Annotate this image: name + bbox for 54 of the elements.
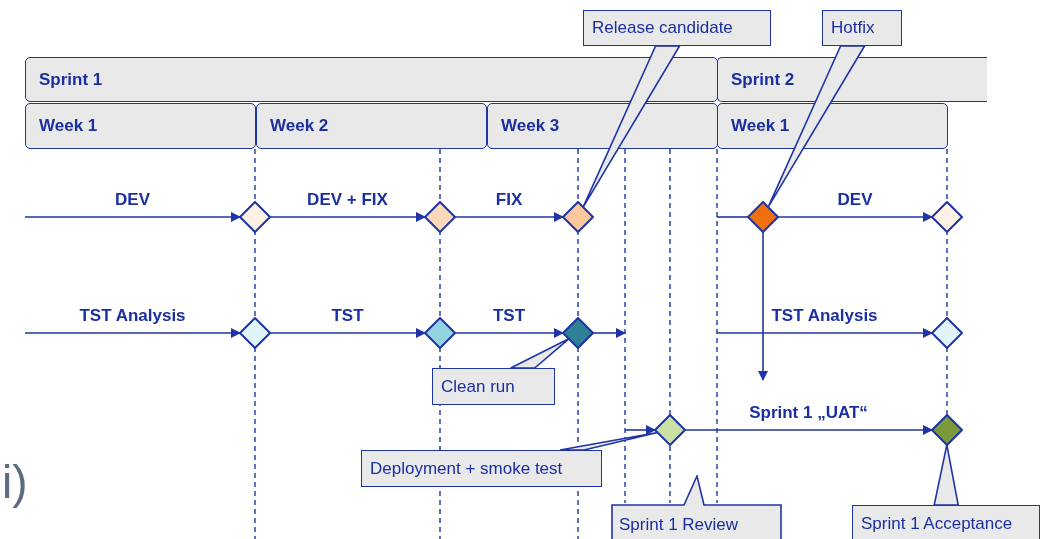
callout-pointer xyxy=(933,444,960,506)
arrow xyxy=(269,212,426,222)
callout-pointer xyxy=(559,431,659,451)
milestone-diamond xyxy=(239,317,271,349)
header-bar xyxy=(25,57,718,102)
bar-label: Week 1 xyxy=(39,116,98,136)
milestone-diamond xyxy=(424,201,456,233)
edge-label: TST Analysis xyxy=(769,306,880,326)
callout-text: Sprint 1 Review xyxy=(619,515,739,535)
milestone-diamond xyxy=(654,414,686,446)
header-bar xyxy=(717,103,948,149)
milestone-diamond xyxy=(931,317,963,349)
callout-box xyxy=(822,10,902,46)
bar-label: Week 3 xyxy=(501,116,560,136)
callout-pointer xyxy=(767,45,866,208)
bar-label: Sprint 2 xyxy=(731,69,795,90)
bar-label: Sprint 1 xyxy=(39,69,103,90)
panel-label: i) xyxy=(2,455,28,509)
milestone-diamond xyxy=(424,317,456,349)
header-bar xyxy=(25,103,256,149)
arrow xyxy=(758,231,768,381)
callout-text: Deployment + smoke test xyxy=(370,458,563,479)
callout-text: Release candidate xyxy=(592,18,733,38)
arrow xyxy=(684,425,933,435)
callout-box xyxy=(611,475,782,539)
bar-label: Week 1 xyxy=(731,116,790,136)
line xyxy=(716,216,749,218)
arrow xyxy=(777,212,933,222)
arrow xyxy=(454,328,564,338)
arrow xyxy=(454,212,564,222)
edge-label: TST Analysis xyxy=(77,306,188,326)
header-bar xyxy=(717,57,987,102)
arrow xyxy=(269,328,426,338)
milestone-diamond xyxy=(747,201,779,233)
header-bar xyxy=(487,103,718,149)
arrow xyxy=(24,212,241,222)
callout-text: Hotfix xyxy=(831,18,875,38)
milestone-diamond xyxy=(931,414,963,446)
bar-label: Week 2 xyxy=(270,116,329,136)
callout-text: Clean run xyxy=(441,376,515,397)
callout-box xyxy=(583,10,771,46)
arrow xyxy=(624,425,656,435)
milestone-diamond xyxy=(562,317,594,349)
callout-pointer xyxy=(509,338,570,369)
arrow xyxy=(716,328,933,338)
callout-text: Sprint 1 Acceptance xyxy=(861,513,1013,534)
callout-pointer xyxy=(582,45,681,208)
milestone-diamond xyxy=(239,201,271,233)
header-bar xyxy=(256,103,487,149)
arrow xyxy=(592,328,626,338)
arrow xyxy=(24,328,241,338)
milestone-diamond xyxy=(931,201,963,233)
milestone-diamond xyxy=(562,201,594,233)
edge-label: Sprint 1 „UAT“ xyxy=(747,403,870,423)
